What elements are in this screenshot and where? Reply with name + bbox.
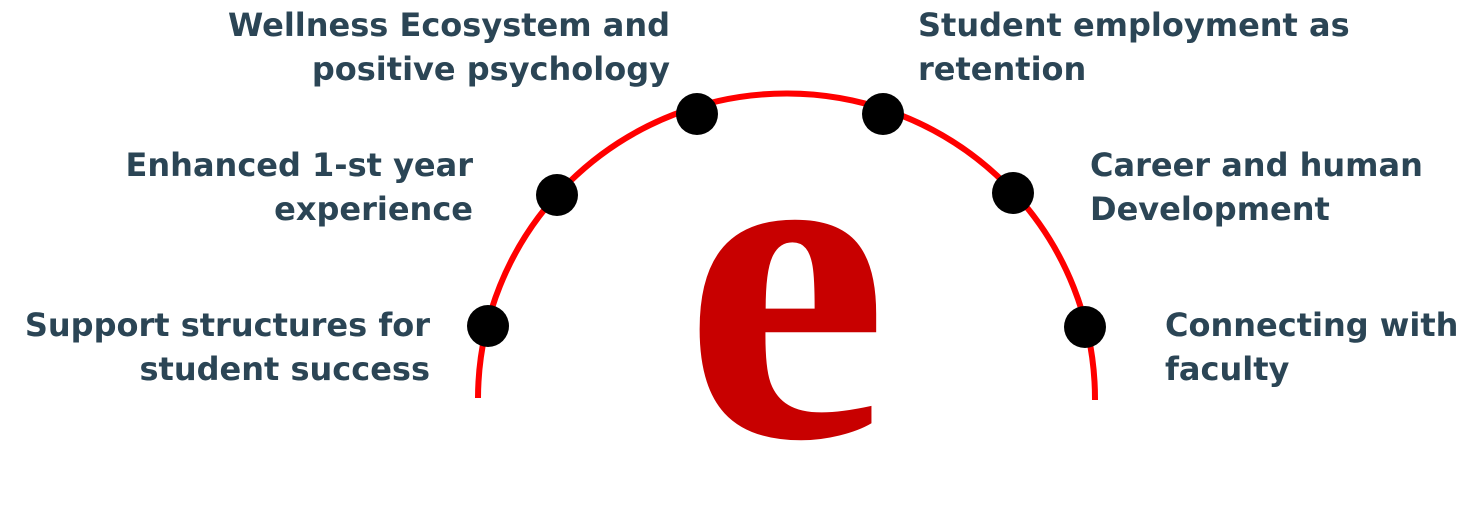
red-arc (475, 90, 1099, 401)
node-dot-employment (862, 93, 904, 135)
node-dot-support (467, 305, 509, 347)
label-enhanced-first-year: Enhanced 1-st year experience (90, 143, 473, 231)
node-dot-enhanced (536, 174, 578, 216)
node-dot-career (992, 172, 1034, 214)
label-student-employment: Student employment as retention (918, 3, 1418, 91)
label-line: Student employment as (918, 6, 1350, 44)
label-line: Career and human (1090, 146, 1423, 184)
label-support-structures: Support structures for student success (0, 303, 430, 391)
label-line: experience (274, 190, 473, 228)
label-connecting-faculty: Connecting with faculty (1165, 303, 1465, 391)
label-line: Connecting with (1165, 306, 1459, 344)
node-dot-wellness (676, 93, 718, 135)
label-line: Wellness Ecosystem and (227, 6, 670, 44)
label-line: Support structures for (24, 306, 430, 344)
label-line: faculty (1165, 350, 1290, 388)
node-dot-connecting (1064, 306, 1106, 348)
label-line: Development (1090, 190, 1330, 228)
label-career-development: Career and human Development (1090, 143, 1460, 231)
label-line: positive psychology (311, 50, 670, 88)
label-line: retention (918, 50, 1087, 88)
e-logo: e (684, 26, 888, 515)
label-line: student success (139, 350, 430, 388)
label-line: Enhanced 1-st year (125, 146, 473, 184)
label-wellness-ecosystem: Wellness Ecosystem and positive psycholo… (180, 3, 670, 91)
